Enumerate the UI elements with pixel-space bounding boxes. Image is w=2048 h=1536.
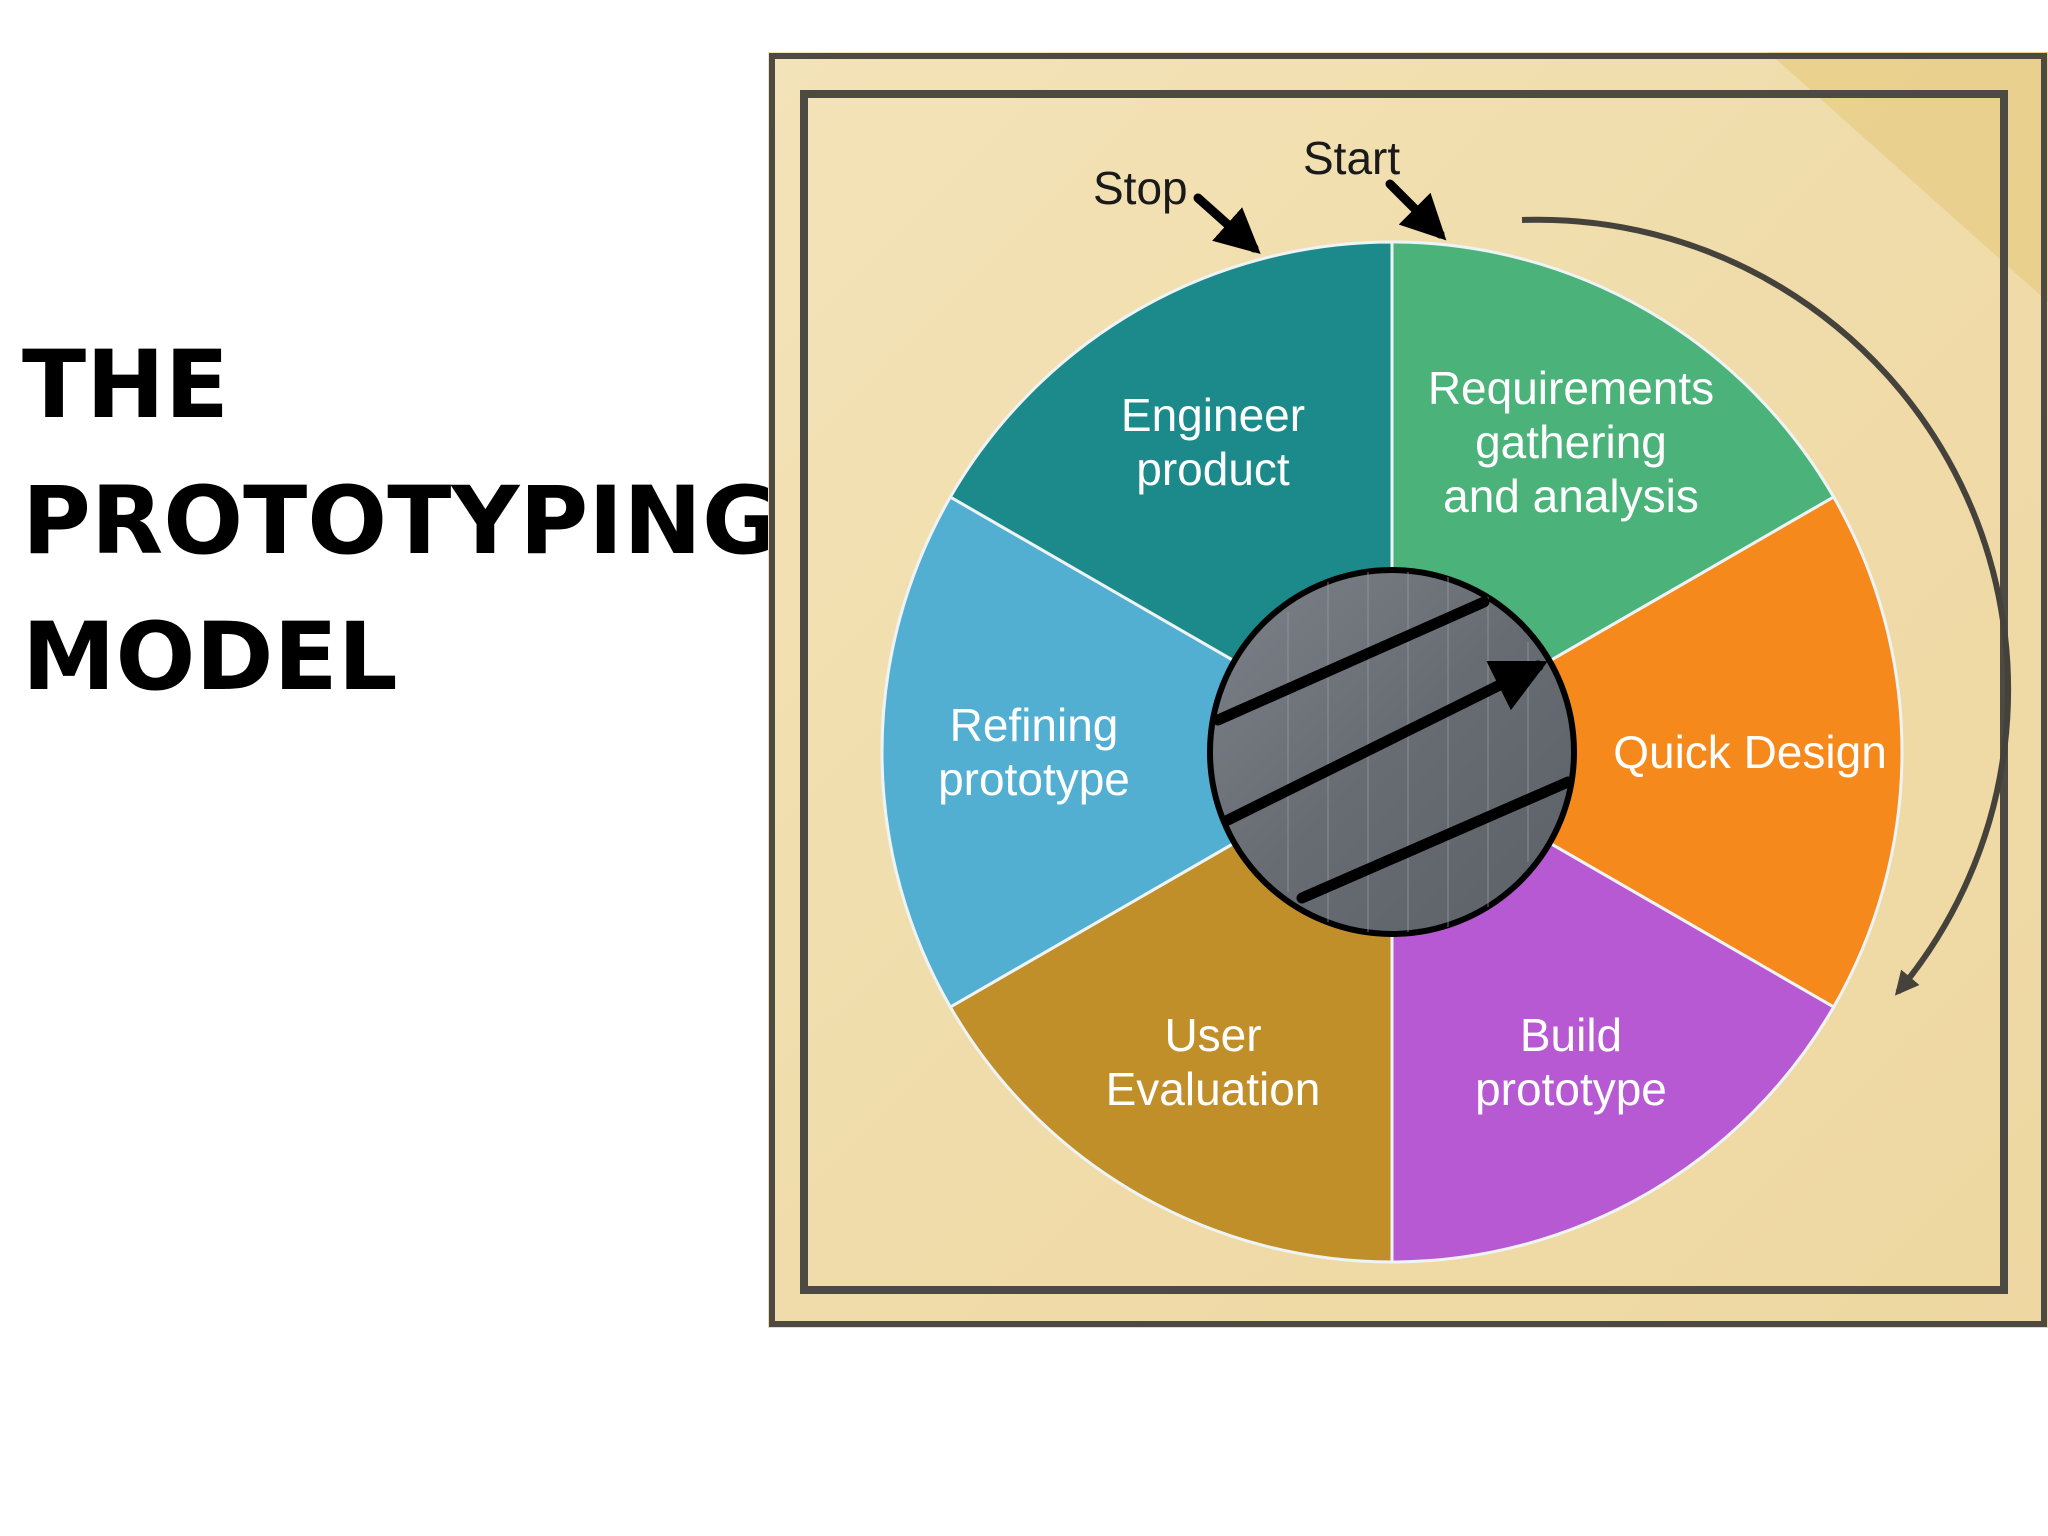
- inner-border: [800, 90, 2008, 1294]
- segment-label-line: Build: [1520, 1009, 1622, 1061]
- title-line-1: THE: [22, 331, 230, 440]
- segment-label-line: Evaluation: [1106, 1063, 1321, 1115]
- segment-label-line: Refining: [950, 699, 1119, 751]
- outer-border: [769, 53, 2047, 1327]
- title-line-2: PROTOTYPING: [22, 467, 780, 576]
- segment-label-line: User: [1164, 1009, 1261, 1061]
- segment-refining-prototype: [880, 494, 1396, 1010]
- stop-arrow: [1193, 193, 1261, 254]
- start-label: Start: [1303, 132, 1400, 184]
- segment-label-line: prototype: [1475, 1063, 1667, 1115]
- segment-label-line: Quick Design: [1613, 726, 1887, 778]
- segment-quick-design: [1389, 494, 1904, 1010]
- start-arrow: [1385, 179, 1447, 241]
- hub-arrow: [1222, 660, 1548, 826]
- title-line-3: MODEL: [22, 603, 398, 712]
- hub-circle: [1207, 567, 1577, 937]
- segment-label-line: product: [1136, 443, 1290, 495]
- cycle-arrow: [1521, 216, 2012, 996]
- segment-label-quick-design: Quick Design: [1613, 726, 1887, 778]
- page-title: THE PROTOTYPING MODEL: [22, 318, 779, 726]
- segment-label-line: and analysis: [1443, 470, 1699, 522]
- segment-label-line: Engineer: [1121, 389, 1305, 441]
- corner-shade: [1768, 52, 2048, 302]
- segment-label-line: prototype: [938, 753, 1130, 805]
- segment-label-line: Requirements: [1428, 362, 1714, 414]
- stop-label: Stop: [1093, 162, 1188, 214]
- hub-stripe-1: [1212, 596, 1490, 726]
- hub-stripe-3: [1296, 776, 1574, 904]
- segment-label-line: gathering: [1475, 416, 1667, 468]
